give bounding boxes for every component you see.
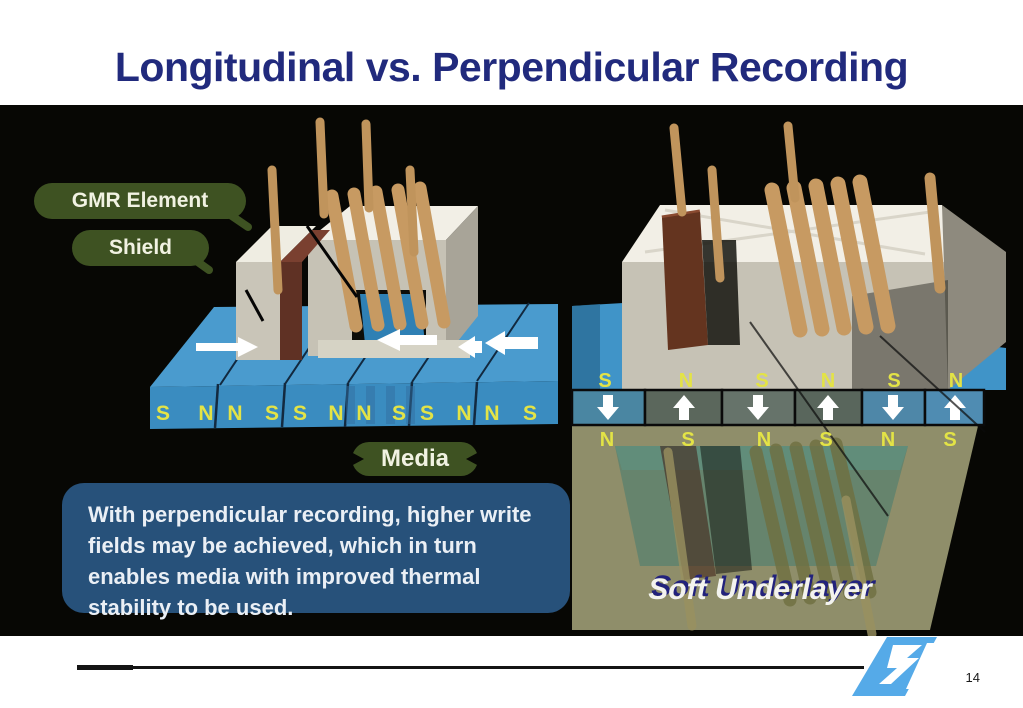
page-number: 14 [965, 670, 980, 685]
st-logo [852, 637, 938, 696]
callout-line: With perpendicular recording, higher wri… [88, 502, 532, 527]
recording-diagram-scene: S N N S S N N S S N N S [150, 117, 1006, 636]
write-coil [325, 181, 451, 333]
front-pole-letters: S N N S S N N S S N N S [156, 402, 537, 425]
coil-reflection [749, 437, 877, 607]
footer-rule [77, 666, 864, 669]
perpendicular-callout-box: With perpendicular recording, higher wri… [62, 483, 570, 620]
diagram-canvas: S N N S S N N S S N N S [0, 105, 1023, 636]
pole-letter: N [821, 370, 835, 392]
callout-line: stability to be used. [88, 595, 294, 620]
shield-label: Shield [72, 230, 209, 266]
arrow-up [944, 395, 966, 420]
gmr-slab [662, 212, 708, 350]
pole-letter: S [293, 402, 307, 425]
soft-underlayer [572, 426, 978, 636]
perpendicular-write-head [622, 121, 1006, 390]
pole-letter: N [949, 370, 963, 392]
arrow-down [882, 395, 904, 420]
pole-letter: S [156, 402, 170, 425]
pole-letter: S [523, 402, 537, 425]
top-pole-letters: S N S N S N [598, 370, 963, 392]
soft-underlayer-label: Soft Underlayer [648, 573, 872, 606]
perpendicular-field-arrows [597, 395, 966, 420]
write-coil [764, 174, 896, 338]
pole-letter: S [392, 402, 406, 425]
pole-letter: N [600, 429, 614, 451]
pole-letter: N [328, 402, 343, 425]
pole-letter: S [887, 370, 900, 392]
arrow-down [597, 395, 619, 420]
pole-letter: S [598, 370, 611, 392]
longitudinal-write-head [236, 117, 478, 360]
arrow-left [458, 336, 482, 358]
media-label: Media [352, 442, 478, 476]
pole-letter: N [198, 402, 213, 425]
head-pins [267, 117, 419, 295]
pole-letter: S [943, 429, 956, 451]
pole-letter: N [757, 429, 771, 451]
media-band [570, 388, 986, 427]
head-pins [669, 121, 800, 283]
slide-title: Longitudinal vs. Perpendicular Recording [114, 44, 909, 90]
longitudinal-diagram: S N N S S N N S S N N S [150, 117, 558, 429]
pole-letter: N [456, 402, 471, 425]
arrow-left [377, 329, 437, 351]
gmr-element-label-text: GMR Element [71, 189, 209, 212]
callout-line: enables media with improved thermal [88, 564, 481, 589]
footer-rule-accent [77, 665, 133, 670]
st-logo-s-glyph [879, 645, 922, 684]
arrow-left [485, 331, 538, 355]
pole-letter: N [679, 370, 693, 392]
arrow-right [196, 337, 258, 357]
media-label-text: Media [380, 445, 449, 472]
pole-letter: N [227, 402, 242, 425]
pole-letter: N [881, 429, 895, 451]
longitudinal-field-arrows [196, 329, 538, 358]
bottom-pole-letters: N S N S N S [600, 429, 957, 451]
gmr-slab [280, 230, 330, 262]
callout-line: fields may be achieved, which in turn [88, 533, 477, 558]
gmr-element-label: GMR Element [34, 183, 246, 219]
pole-letter: N [484, 402, 499, 425]
pole-letter: S [265, 402, 279, 425]
st-logo-t-glyph [906, 643, 938, 689]
arrow-up [817, 395, 839, 420]
shield-label-text: Shield [108, 236, 172, 259]
pole-letter: S [819, 429, 832, 451]
arrow-up [673, 395, 695, 420]
pole-letter: S [681, 429, 694, 451]
perpendicular-diagram: S N S N S N N S N S N S [570, 121, 1006, 636]
arrow-down [747, 395, 769, 420]
pole-letter: N [356, 402, 371, 425]
pole-letter: S [755, 370, 768, 392]
pole-letter: S [420, 402, 434, 425]
